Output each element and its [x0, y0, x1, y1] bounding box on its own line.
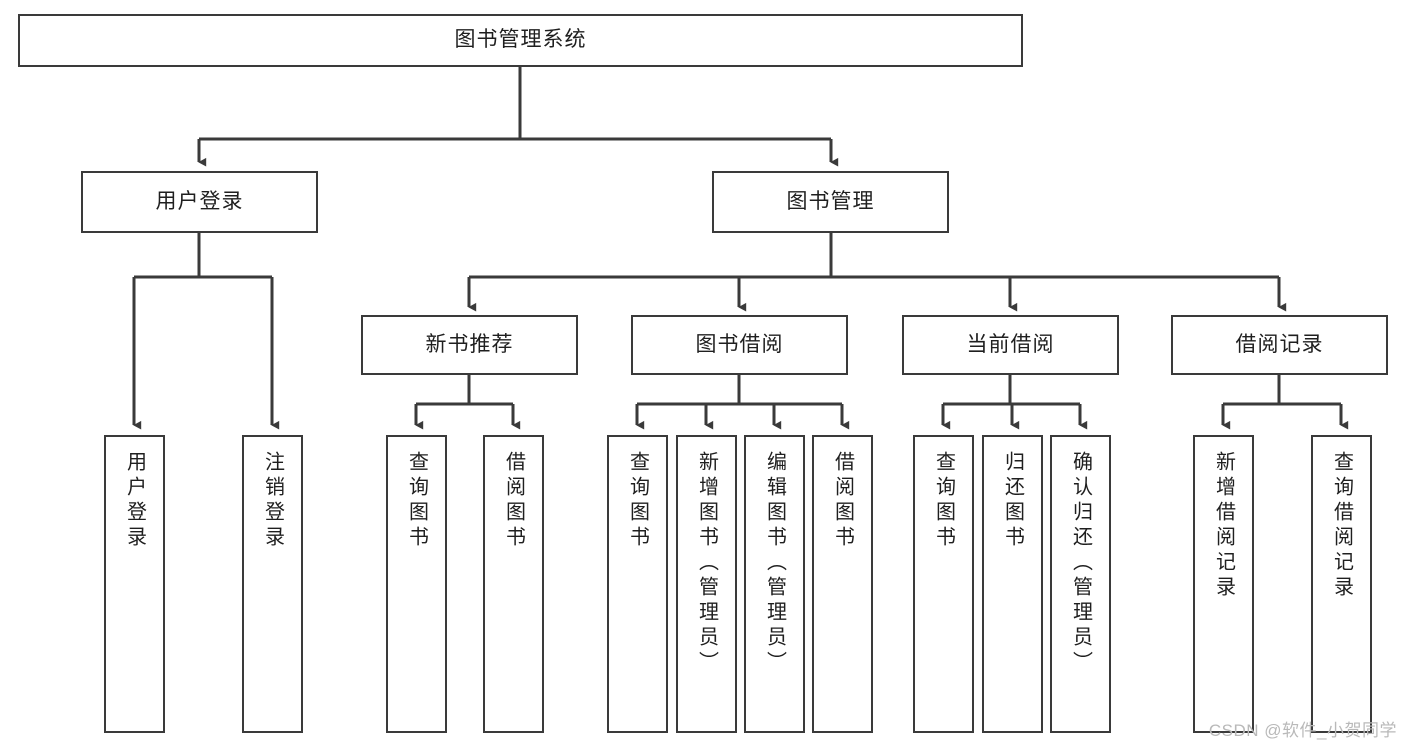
node-book-manage[interactable]: 图书管理 — [712, 171, 949, 233]
node-root-label: 图书管理系统 — [454, 28, 587, 52]
node-leaf-query-book-1-label: 查询图书 — [405, 451, 428, 551]
node-leaf-user-login-label: 用户登录 — [123, 451, 146, 551]
node-leaf-borrow-book-2-label: 借阅图书 — [831, 451, 854, 551]
node-leaf-confirm-return-label: 确认归还（管理员） — [1069, 451, 1092, 676]
node-new-book-rec[interactable]: 新书推荐 — [361, 315, 578, 375]
node-leaf-borrow-book-1[interactable]: 借阅图书 — [483, 435, 544, 733]
node-leaf-return-book[interactable]: 归还图书 — [982, 435, 1043, 733]
node-leaf-query-book-2[interactable]: 查询图书 — [607, 435, 668, 733]
node-leaf-query-book-1[interactable]: 查询图书 — [386, 435, 447, 733]
node-leaf-logout-label: 注销登录 — [261, 451, 284, 551]
node-leaf-add-record-label: 新增借阅记录 — [1212, 451, 1235, 601]
node-current-borrow[interactable]: 当前借阅 — [902, 315, 1119, 375]
node-borrow-record[interactable]: 借阅记录 — [1171, 315, 1388, 375]
node-leaf-add-book[interactable]: 新增图书（管理员） — [676, 435, 737, 733]
node-leaf-confirm-return[interactable]: 确认归还（管理员） — [1050, 435, 1111, 733]
node-leaf-return-book-label: 归还图书 — [1001, 451, 1024, 551]
node-leaf-query-book-3-label: 查询图书 — [932, 451, 955, 551]
node-leaf-borrow-book-1-label: 借阅图书 — [502, 451, 525, 551]
node-book-borrow-label: 图书借阅 — [695, 332, 784, 356]
node-borrow-record-label: 借阅记录 — [1235, 332, 1324, 356]
node-leaf-query-record-label: 查询借阅记录 — [1330, 451, 1353, 601]
node-book-manage-label: 图书管理 — [786, 189, 875, 213]
node-leaf-edit-book[interactable]: 编辑图书（管理员） — [744, 435, 805, 733]
node-leaf-user-login[interactable]: 用户登录 — [104, 435, 165, 733]
node-book-borrow[interactable]: 图书借阅 — [631, 315, 848, 375]
node-leaf-add-book-label: 新增图书（管理员） — [695, 451, 718, 676]
node-new-book-rec-label: 新书推荐 — [425, 332, 514, 356]
node-leaf-logout[interactable]: 注销登录 — [242, 435, 303, 733]
node-leaf-edit-book-label: 编辑图书（管理员） — [763, 451, 786, 676]
node-current-borrow-label: 当前借阅 — [966, 332, 1055, 356]
node-leaf-borrow-book-2[interactable]: 借阅图书 — [812, 435, 873, 733]
node-user-login-label: 用户登录 — [155, 189, 244, 213]
node-leaf-query-book-3[interactable]: 查询图书 — [913, 435, 974, 733]
node-leaf-query-record[interactable]: 查询借阅记录 — [1311, 435, 1372, 733]
node-user-login[interactable]: 用户登录 — [81, 171, 318, 233]
node-leaf-add-record[interactable]: 新增借阅记录 — [1193, 435, 1254, 733]
node-root[interactable]: 图书管理系统 — [18, 14, 1023, 67]
node-leaf-query-book-2-label: 查询图书 — [626, 451, 649, 551]
